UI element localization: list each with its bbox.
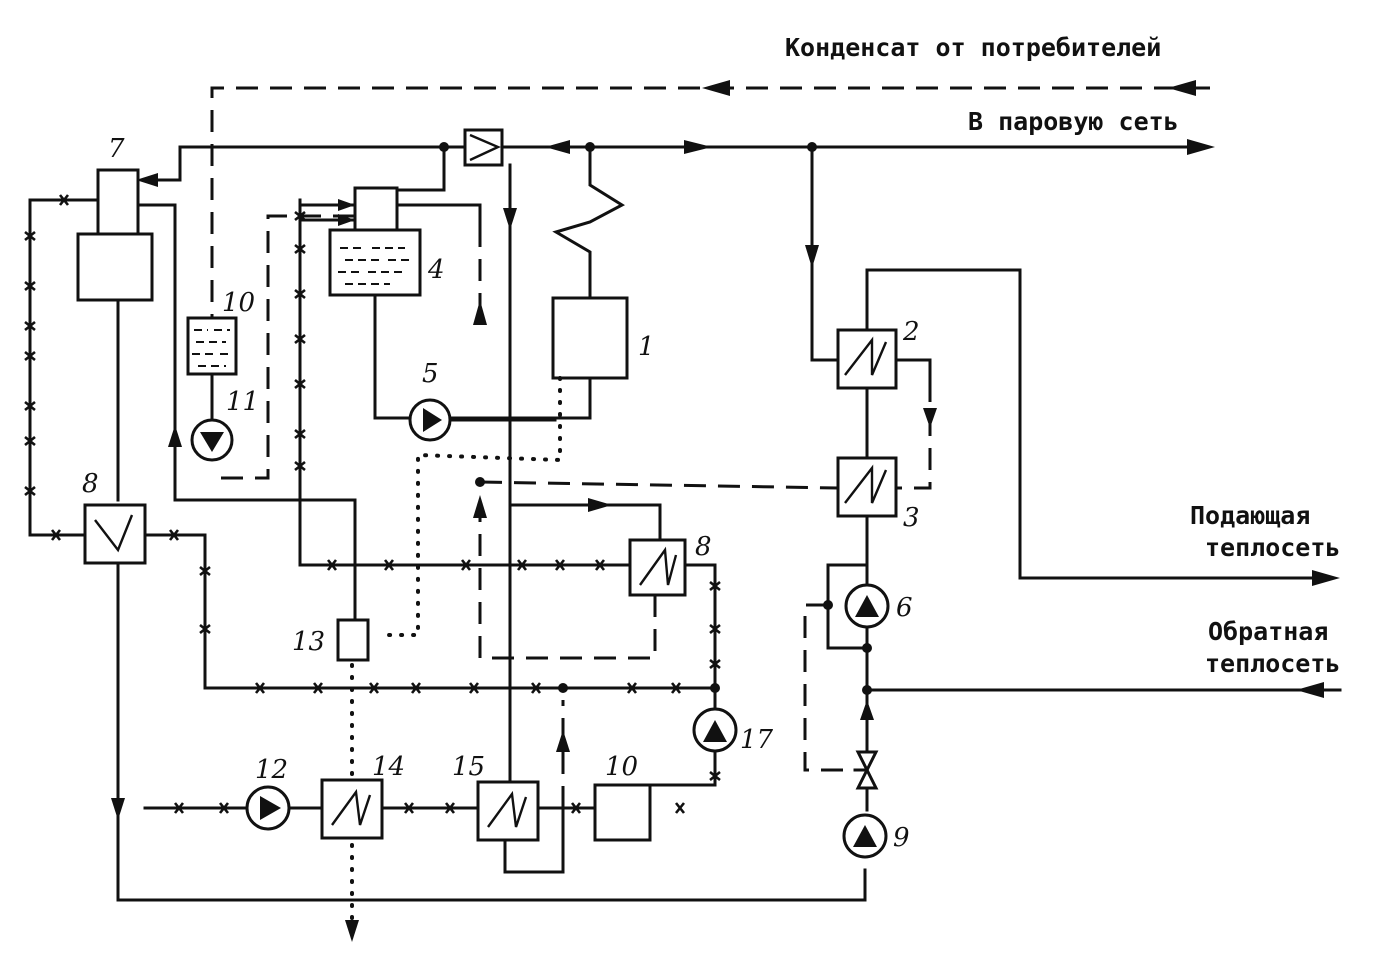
pump-12: [245, 785, 291, 831]
num-12: 12: [255, 755, 288, 785]
num-10a: 10: [222, 288, 255, 318]
label-steam-network: В паровую сеть: [968, 107, 1179, 136]
num-3: 3: [903, 503, 920, 533]
tank-10-lower: [593, 783, 652, 842]
condensate-line: [210, 80, 1210, 318]
num-14: 14: [372, 752, 405, 782]
chemwater-line: [298, 198, 632, 567]
network-water-line: [803, 268, 1342, 772]
heat-exchanger-3: [836, 456, 898, 518]
boiler-1: [428, 145, 629, 420]
heat-exchanger-8b: [473, 300, 717, 787]
num-11: 11: [226, 387, 259, 417]
label-supply-2: теплосеть: [1205, 533, 1340, 562]
num-2: 2: [902, 317, 920, 347]
pressure-reducer: [463, 128, 504, 167]
num-13: 13: [292, 627, 325, 657]
deaerator-4: [212, 186, 482, 480]
label-supply-1: Подающая: [1190, 501, 1310, 530]
num-8b: 8: [695, 532, 712, 562]
num-9: 9: [893, 823, 910, 853]
condensate-to-hx3: [475, 477, 839, 490]
pump-9: [842, 813, 888, 859]
num-10b: 10: [605, 752, 638, 782]
pump-17: [692, 683, 738, 753]
heat-exchanger-14: [320, 778, 384, 840]
feed-pump-5: [408, 398, 557, 442]
num-1: 1: [638, 332, 655, 362]
pump-11: [190, 372, 234, 462]
num-5: 5: [422, 359, 439, 389]
control-valve: [853, 750, 879, 812]
num-4: 4: [427, 255, 445, 285]
num-17: 17: [740, 725, 774, 755]
heat-exchanger-15: [476, 683, 570, 874]
steam-main: [136, 139, 1215, 192]
label-return-1: Обратная: [1208, 617, 1328, 646]
tank-7: [76, 168, 357, 622]
tank-10-upper: [186, 316, 238, 376]
num-8a: 8: [82, 469, 99, 499]
reducer-drop-line: [503, 163, 517, 787]
label-condensate: Конденсат от потребителей: [785, 33, 1161, 62]
num-15: 15: [452, 752, 485, 782]
separator-13: [336, 618, 370, 662]
blowdown-dotted: [345, 376, 562, 942]
label-return-2: теплосеть: [1205, 649, 1340, 678]
pump-6: [844, 583, 890, 629]
steam-to-hx2: [805, 145, 840, 362]
num-7: 7: [108, 134, 125, 164]
valve-marks: [24, 194, 721, 814]
num-6: 6: [896, 593, 913, 623]
